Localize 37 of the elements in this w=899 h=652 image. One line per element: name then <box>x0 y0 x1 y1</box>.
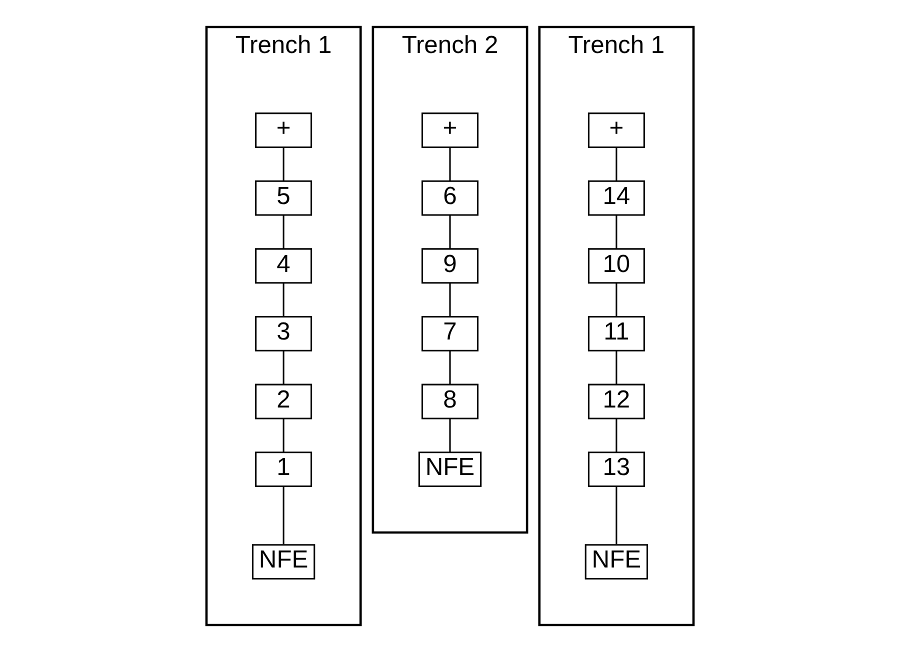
node-box: 5 <box>254 180 312 216</box>
node-box: + <box>421 112 478 148</box>
node-box: 14 <box>587 180 644 216</box>
connector <box>282 418 284 452</box>
connector <box>448 147 450 182</box>
connector <box>282 283 284 317</box>
connector <box>282 350 284 384</box>
node-box: 12 <box>587 384 644 420</box>
node-box: 9 <box>421 248 478 284</box>
node-box: 4 <box>254 248 312 284</box>
node-box: 6 <box>421 180 478 216</box>
connector <box>282 486 284 544</box>
node-box: 8 <box>421 384 478 420</box>
connector <box>448 350 450 384</box>
node-box: NFE <box>418 452 482 488</box>
connector <box>448 215 450 249</box>
connector <box>282 147 284 182</box>
node-box: + <box>587 112 644 148</box>
node-box: 13 <box>587 452 644 488</box>
node-box: 10 <box>587 248 644 284</box>
connector <box>448 283 450 317</box>
connector <box>615 215 617 249</box>
node-box: + <box>254 112 312 148</box>
connector <box>615 418 617 452</box>
connector <box>615 283 617 317</box>
connector <box>615 350 617 384</box>
node-box: 11 <box>587 316 644 352</box>
node-box: 1 <box>254 452 312 488</box>
node-box: NFE <box>251 544 315 580</box>
connector <box>448 418 450 452</box>
node-box: NFE <box>584 544 648 580</box>
node-box: 2 <box>254 384 312 420</box>
node-box: 7 <box>421 316 478 352</box>
node-box: 3 <box>254 316 312 352</box>
connector <box>615 147 617 182</box>
connector <box>282 215 284 249</box>
connector <box>615 486 617 544</box>
